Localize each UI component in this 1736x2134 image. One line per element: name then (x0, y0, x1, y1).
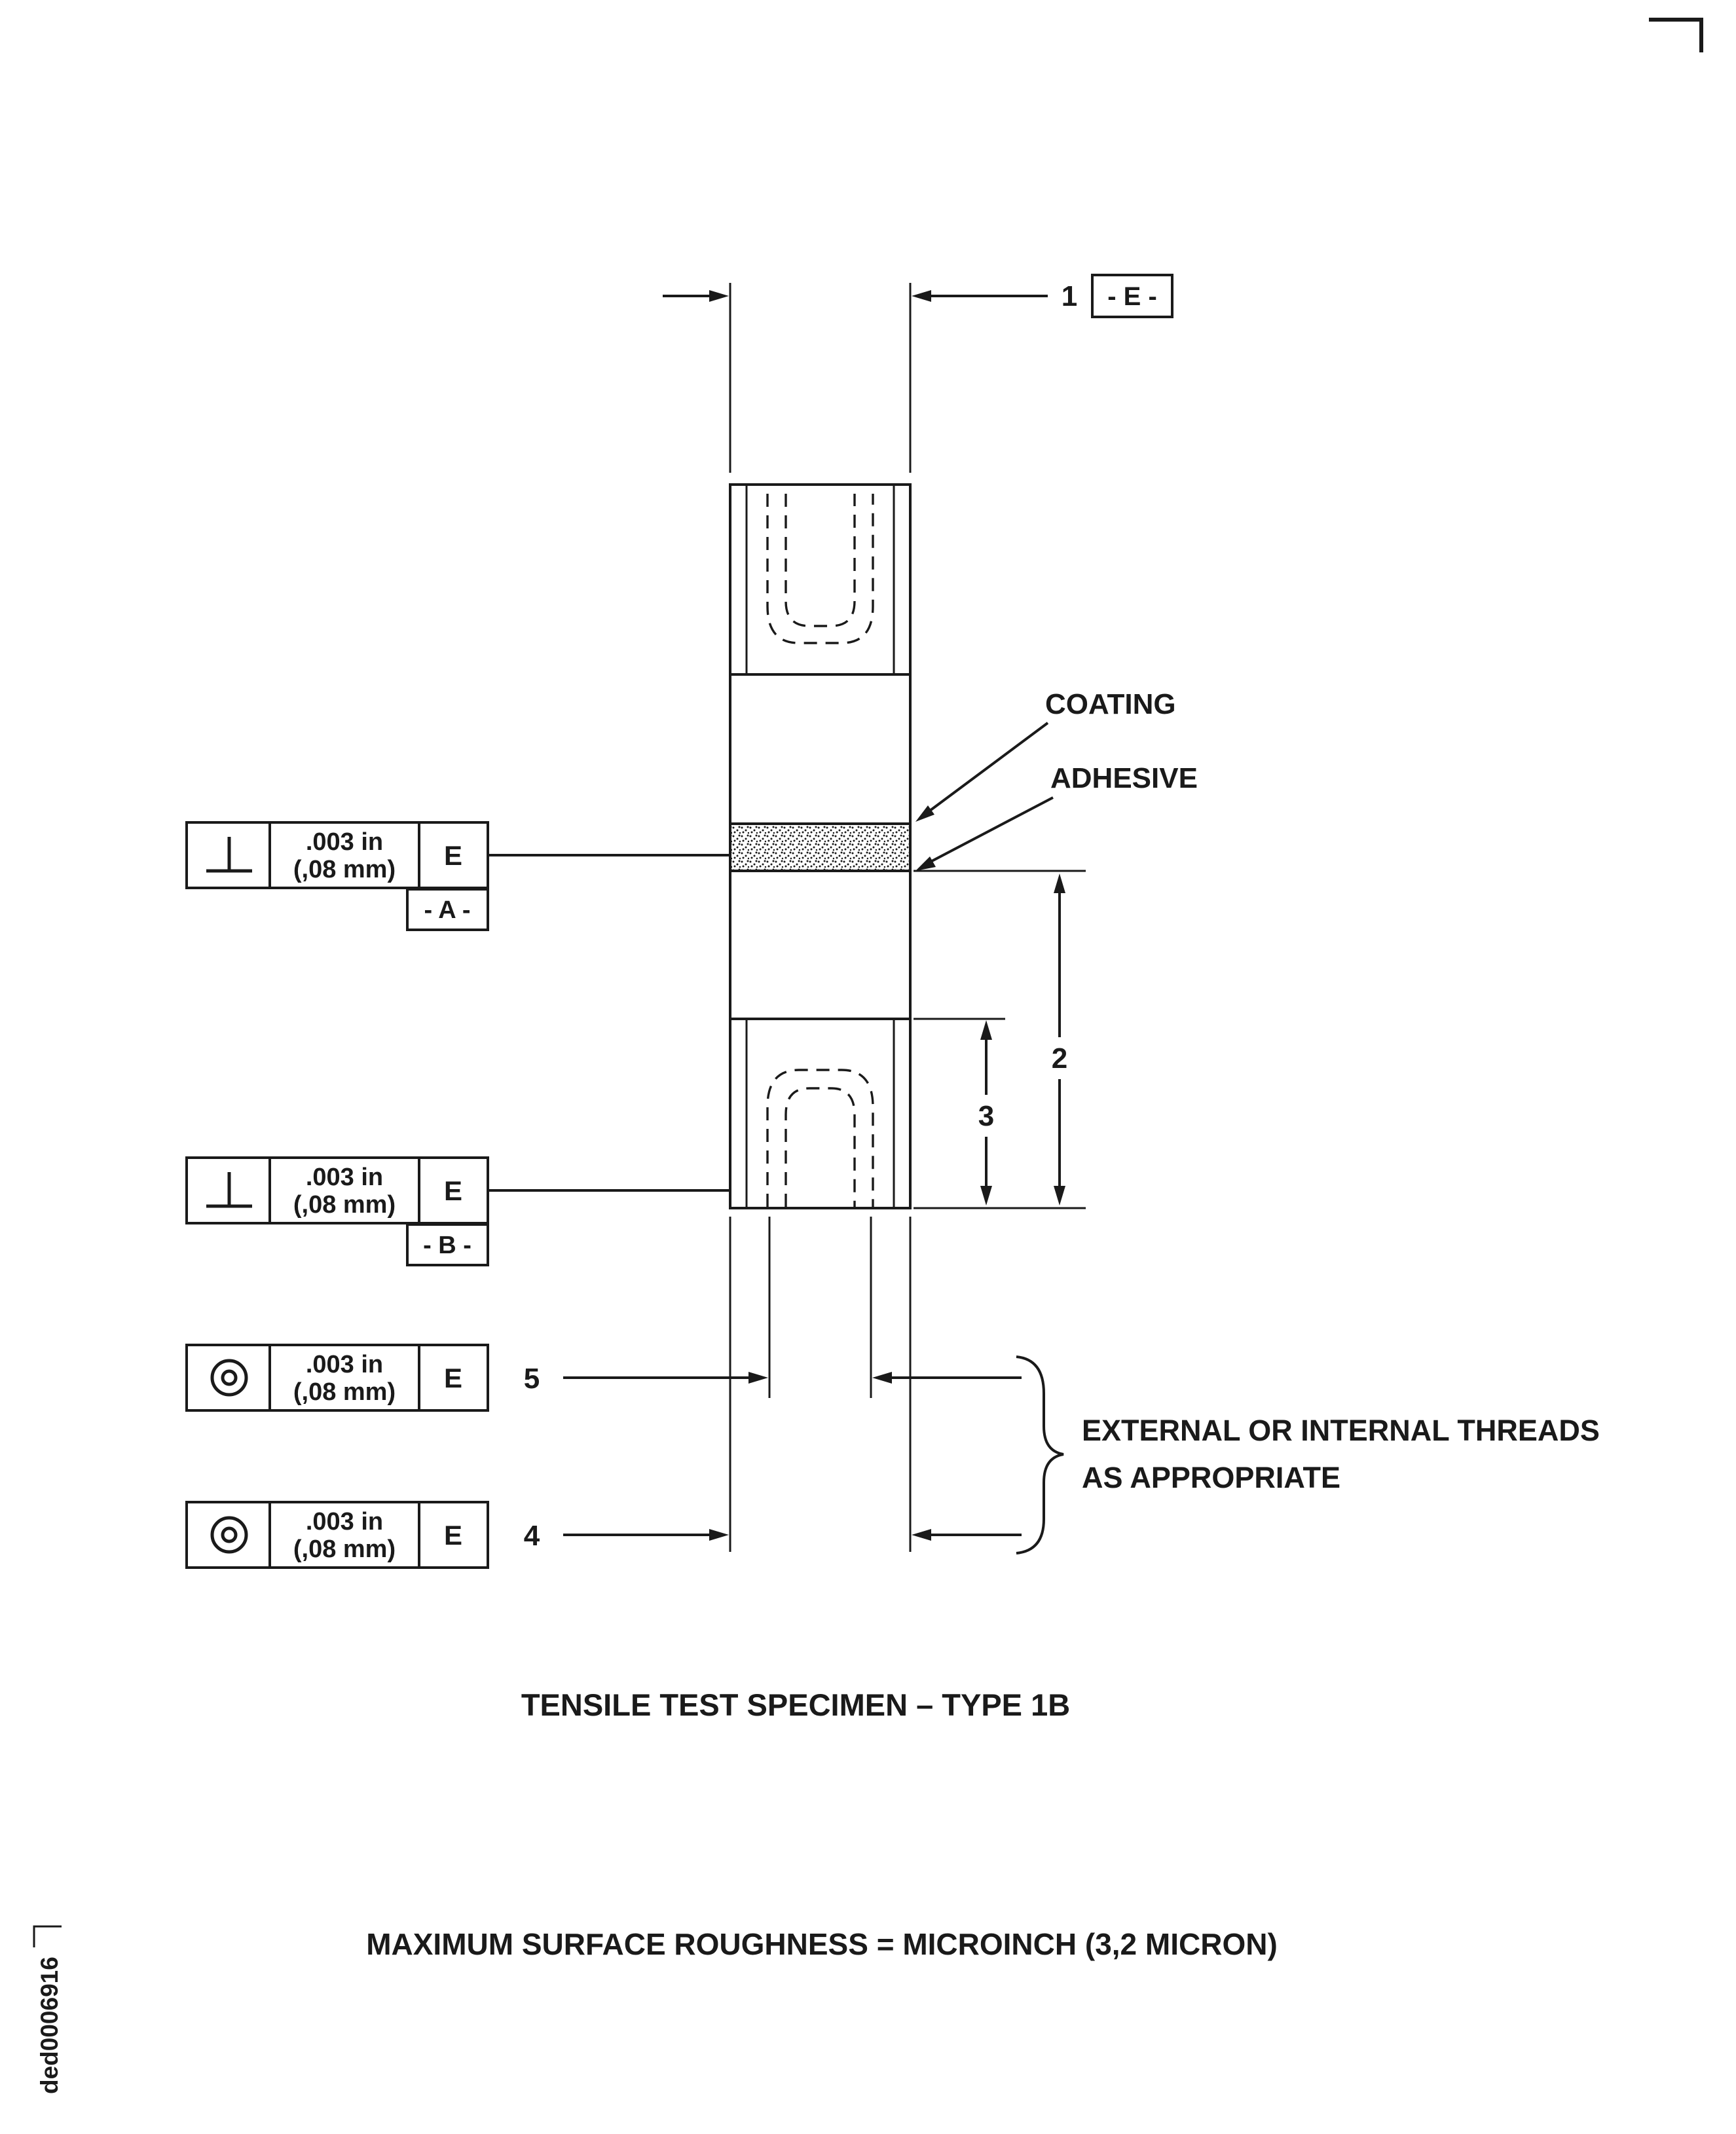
drawing-title: TENSILE TEST SPECIMEN – TYPE 1B (521, 1687, 1070, 1722)
dim-1-label: 1 (1062, 280, 1077, 312)
arrowhead-icon (709, 290, 729, 302)
gdt-frame-5: .003 in (,08 mm) E 5 (185, 1217, 1022, 1412)
surface-roughness-note: MAXIMUM SURFACE ROUGHNESS = MICROINCH (3… (366, 1927, 1278, 1961)
datum-ref: E (444, 1520, 462, 1551)
arrowhead-icon (912, 1529, 931, 1541)
concentricity-icon (210, 1359, 248, 1397)
dim-2-label: 2 (1052, 1042, 1067, 1075)
datum-a-label: - A - (424, 896, 470, 924)
arrowhead-icon (915, 856, 936, 871)
gdt-frame-b: .003 in (,08 mm) E - B - (185, 1156, 729, 1266)
hidden-thread-outline (766, 1069, 874, 1207)
threads-note-line1: EXTERNAL OR INTERNAL THREADS (1082, 1414, 1600, 1447)
callout-adhesive: ADHESIVE (915, 762, 1198, 871)
tolerance-mm: (,08 mm) (293, 1191, 396, 1219)
datum-e-flag-box (1091, 274, 1173, 318)
arrowhead-icon (915, 805, 934, 822)
adhesive-label: ADHESIVE (1050, 762, 1198, 794)
datum-e-flag-label: - E - (1107, 282, 1157, 311)
arrowhead-icon (980, 1020, 992, 1040)
hidden-thread-outline (785, 494, 856, 627)
arrowhead-icon (748, 1372, 768, 1384)
hidden-thread-outline (766, 494, 874, 644)
perpendicularity-icon (206, 1172, 252, 1208)
dim-4-label: 4 (524, 1520, 540, 1552)
tolerance-in: .003 in (306, 1164, 383, 1191)
tolerance-in: .003 in (306, 1351, 383, 1378)
arrowhead-icon (980, 1186, 992, 1205)
threads-note-line2: AS APPROPRIATE (1082, 1461, 1340, 1494)
datum-tag-box (406, 1223, 489, 1266)
dimension-1: 1 - E - (663, 274, 1173, 473)
dim-3-label: 3 (978, 1100, 994, 1132)
datum-ref: E (444, 1363, 462, 1393)
adhesive-layer (731, 826, 909, 870)
callout-coating: COATING (915, 688, 1176, 822)
specimen-drawing (729, 483, 912, 1209)
perpendicularity-icon (206, 837, 252, 873)
dim-5-label: 5 (524, 1363, 540, 1395)
leader-line (929, 722, 1049, 812)
datum-tag-box (406, 888, 489, 931)
arrowhead-icon (912, 290, 931, 302)
doc-code-text: ded0006916 (36, 1957, 63, 2094)
tolerance-mm: (,08 mm) (293, 1536, 396, 1563)
arrowhead-icon (1054, 874, 1065, 893)
hidden-thread-outline (785, 1087, 856, 1207)
datum-b-label: - B - (423, 1232, 471, 1259)
threads-note: EXTERNAL OR INTERNAL THREADS AS APPROPRI… (1016, 1355, 1600, 1555)
dimension-3: 3 (914, 1018, 1005, 1205)
specimen-outline (729, 483, 912, 1209)
concentricity-icon (210, 1516, 248, 1554)
arrowhead-icon (709, 1529, 729, 1541)
arrowhead-icon (872, 1372, 892, 1384)
feature-control-frame (185, 1344, 489, 1412)
doc-code-bracket-icon (33, 1925, 62, 1947)
doc-code: ded0006916 (33, 1925, 63, 2094)
datum-ref: E (444, 1175, 462, 1206)
tolerance-in: .003 in (306, 828, 383, 856)
tolerance-mm: (,08 mm) (293, 1378, 396, 1406)
feature-control-frame (185, 1501, 489, 1569)
crop-mark-top-right-icon (1649, 18, 1703, 52)
tolerance-in: .003 in (306, 1508, 383, 1536)
leader-line (931, 796, 1054, 862)
tolerance-mm: (,08 mm) (293, 856, 396, 883)
coating-label: COATING (1045, 688, 1176, 720)
arrowhead-icon (1054, 1186, 1065, 1205)
gdt-frame-a: .003 in (,08 mm) E - A - (185, 821, 729, 931)
gdt-frame-4: .003 in (,08 mm) E 4 (185, 1217, 1022, 1569)
dimension-2: 2 (914, 870, 1086, 1209)
curly-brace-icon (1016, 1355, 1064, 1555)
datum-ref: E (444, 840, 462, 871)
